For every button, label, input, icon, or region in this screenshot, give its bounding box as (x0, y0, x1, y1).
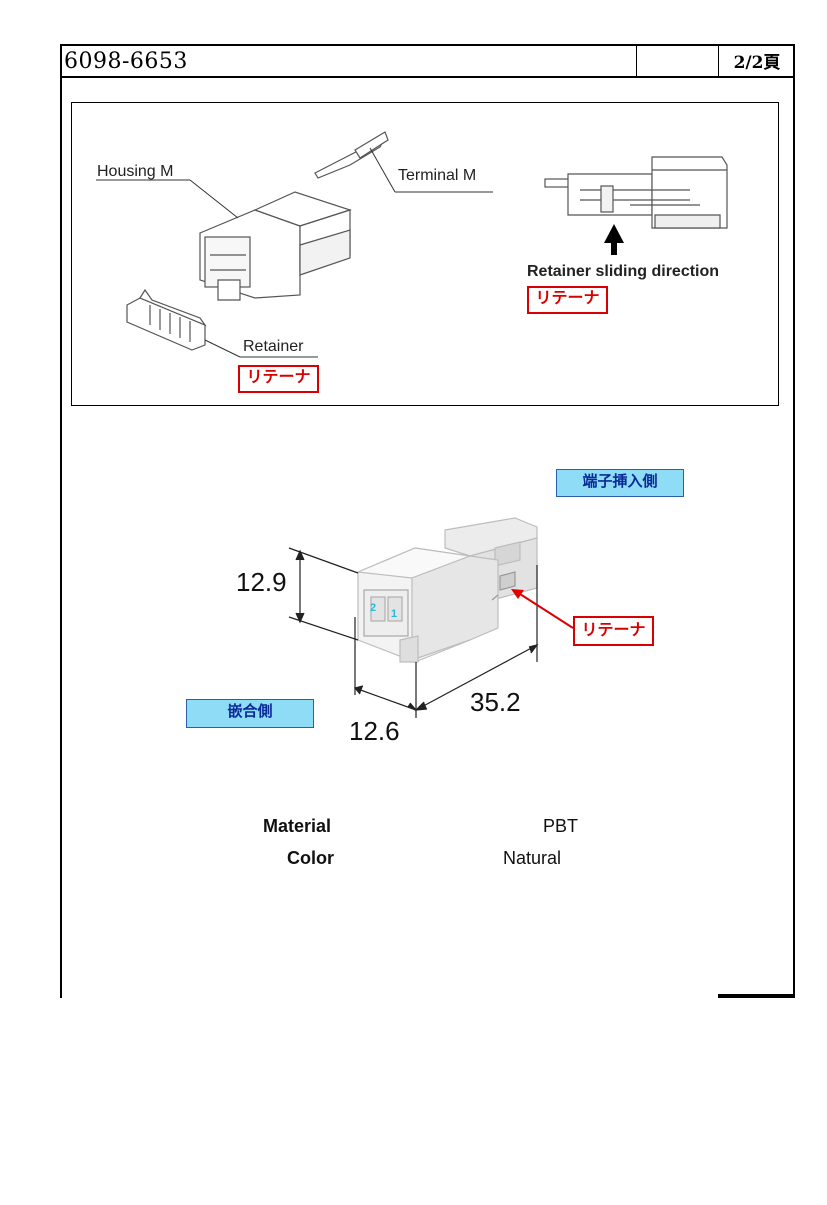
exploded-view-panel (71, 102, 779, 406)
housing-m-illustration (96, 179, 352, 301)
header-cell-divider (636, 44, 637, 77)
retainer-jp-tag: リテーナ (238, 365, 319, 393)
connector-housing-illustration (355, 517, 538, 663)
retainer-callout-tag: リテーナ (573, 616, 654, 646)
frame-left-border (60, 44, 62, 998)
dimension-lines (288, 547, 539, 718)
frame-top-border (60, 44, 795, 46)
header-divider (60, 76, 795, 78)
page-number: 2/2頁 (733, 53, 781, 73)
terminal-insertion-side-label: 端子挿入側 (556, 469, 684, 497)
retainer-sliding-direction-label: Retainer sliding direction (527, 263, 720, 280)
cavity-number-1: 1 (391, 608, 398, 620)
document-number: 6098-6653 (64, 49, 188, 74)
terminal-m-illustration (314, 131, 493, 193)
cavity-number-2: 2 (370, 602, 377, 614)
retainer-illustration (126, 288, 318, 358)
material-label: Material (263, 816, 332, 836)
frame-right-border (793, 44, 795, 998)
sliding-jp-tag: リテーナ (527, 286, 608, 314)
material-value: PBT (543, 816, 579, 836)
sliding-direction-arrow (604, 224, 624, 255)
dimension-length: 35.2 (470, 687, 521, 717)
frame-bottom-mark (718, 994, 795, 998)
mating-side-label: 嵌合側 (186, 699, 314, 728)
housing-m-label: Housing M (97, 163, 174, 180)
color-value: Natural (503, 848, 562, 868)
retainer-label: Retainer (243, 338, 304, 355)
dimension-height: 12.9 (236, 567, 287, 597)
color-label: Color (287, 848, 334, 868)
header-cell-divider (718, 44, 719, 77)
retainer-callout-arrow (511, 589, 574, 629)
dimension-width: 12.6 (349, 716, 400, 746)
terminal-m-label: Terminal M (398, 167, 477, 184)
section-view-illustration (544, 156, 728, 229)
